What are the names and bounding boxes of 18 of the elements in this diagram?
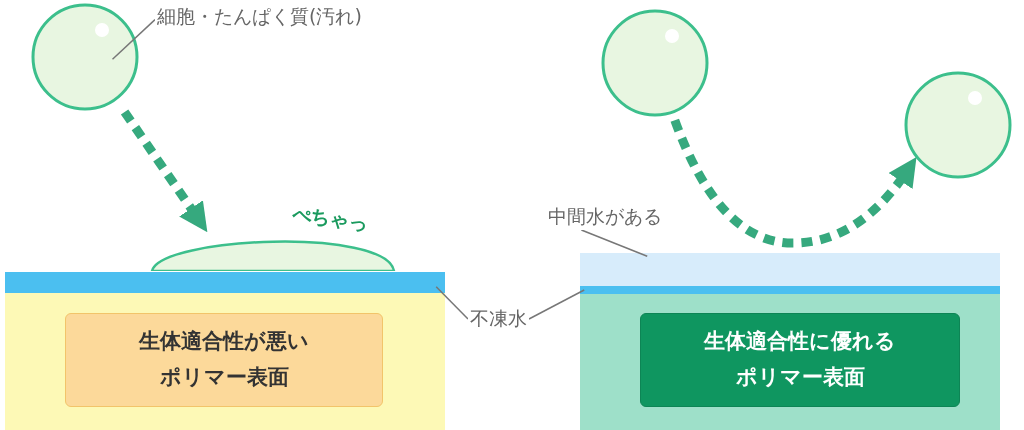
polymer-label-box: 生体適合性が悪いポリマー表面	[65, 313, 383, 407]
cell-circle	[600, 8, 710, 118]
polymer-label-box: 生体適合性に優れるポリマー表面	[640, 313, 960, 407]
leader-line	[528, 289, 585, 320]
leader-line	[435, 285, 469, 320]
leader-line	[111, 18, 156, 60]
polymer-panel	[5, 293, 445, 430]
water-layer-band	[580, 253, 1000, 286]
dashed-arrow	[120, 109, 208, 233]
cell-circle	[30, 2, 140, 112]
leader-line	[580, 229, 648, 258]
polymer-panel	[580, 294, 1000, 430]
sound-effect-text: ぺちゃっ	[290, 200, 370, 237]
cell-circle	[903, 70, 1013, 180]
dashed-arrow	[670, 118, 917, 248]
label-text: 細胞・たんぱく質(汚れ)	[155, 4, 364, 30]
water-layer-bar	[580, 286, 1000, 294]
water-layer-bar	[5, 272, 445, 293]
